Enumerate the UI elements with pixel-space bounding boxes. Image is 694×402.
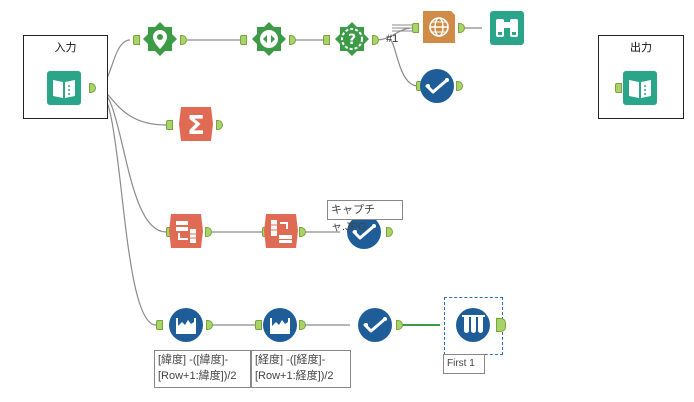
table-crosstab-icon: [264, 214, 298, 248]
map-pin-icon: [143, 22, 177, 56]
formula-lon-output-anchor[interactable]: [299, 320, 306, 330]
sample-tool[interactable]: [455, 307, 491, 343]
formula-lon-input-anchor[interactable]: [255, 320, 262, 330]
browse-map-tool[interactable]: [489, 10, 525, 46]
output-input-anchor[interactable]: [615, 83, 622, 93]
multi-row-formula-lat-tool[interactable]: [168, 307, 204, 343]
sample-annotation: First 1: [443, 354, 485, 374]
binoculars-icon: [490, 11, 524, 45]
formula-lat-output-anchor[interactable]: [206, 320, 213, 330]
formula-lat-input-anchor[interactable]: [156, 320, 163, 330]
find-nearest-output-anchor[interactable]: [372, 35, 379, 45]
checkmark-icon: [420, 69, 454, 103]
table-transpose-icon: [169, 214, 203, 248]
output-container-title: 出力: [630, 42, 652, 54]
book-open-icon: [623, 71, 657, 105]
sigma-icon: Σ: [179, 107, 213, 141]
summarize-output-anchor[interactable]: [216, 120, 223, 130]
input-data-tool[interactable]: [46, 70, 82, 106]
beaker-icon: [263, 308, 297, 342]
cross-tab-output-anchor[interactable]: [299, 227, 306, 237]
output-data-tool[interactable]: [622, 70, 658, 106]
connection-label-join-one: #1: [386, 33, 399, 45]
formula-lat-line-1: [緯度] -([緯度]-: [158, 354, 229, 366]
summarize-tool[interactable]: Σ: [178, 106, 214, 142]
formula-lat-line-2: [Row+1:緯度])/2: [158, 370, 237, 382]
find-nearest-input-anchor[interactable]: [323, 35, 330, 45]
create-points-tool[interactable]: [142, 21, 178, 57]
browse-top-output-anchor[interactable]: [456, 81, 463, 91]
formula-lon-line-2: [Row+1:経度])/2: [255, 370, 334, 382]
checkmark-icon: [347, 215, 381, 249]
transpose-output-anchor[interactable]: [205, 227, 212, 237]
checkmark-icon: [358, 308, 392, 342]
browse-tool-bottom[interactable]: [357, 307, 393, 343]
globe-icon: [423, 11, 455, 43]
browse-image-annotation: キャプチャ.JPG: [327, 200, 403, 233]
spatial-match-input-anchor[interactable]: [240, 35, 247, 45]
svg-text:Σ: Σ: [187, 111, 205, 141]
browse-bottom-output-anchor[interactable]: [396, 320, 403, 330]
map-input-anchor[interactable]: [412, 23, 419, 33]
create-points-output-anchor[interactable]: [180, 35, 187, 45]
input-container-title: 入力: [54, 42, 77, 54]
summarize-input-anchor[interactable]: [166, 120, 173, 130]
cross-tab-tool[interactable]: [263, 213, 299, 249]
browse-tool-top[interactable]: [419, 68, 455, 104]
create-points-input-anchor[interactable]: [133, 35, 140, 45]
question-mark-icon: ?: [335, 22, 369, 56]
formula-lat-annotation: [緯度] -([緯度]- [Row+1:緯度])/2: [154, 350, 251, 388]
test-tubes-icon: [456, 308, 490, 342]
beaker-icon: [169, 308, 203, 342]
browse-tool-middle[interactable]: [346, 214, 382, 250]
spatial-info-tool[interactable]: [251, 21, 287, 57]
find-nearest-tool[interactable]: ?: [334, 21, 370, 57]
spatial-info-output-anchor[interactable]: [289, 35, 296, 45]
formula-lon-annotation: [経度] -([経度]- [Row+1:経度])/2: [251, 350, 351, 388]
sample-output-anchor[interactable]: [496, 318, 506, 332]
svg-text:?: ?: [348, 32, 356, 48]
map-output-anchor[interactable]: [458, 23, 465, 33]
transpose-tool[interactable]: [168, 213, 204, 249]
spatial-arrows-icon: [252, 22, 286, 56]
multi-row-formula-lon-tool[interactable]: [262, 307, 298, 343]
formula-lon-line-1: [経度] -([経度]-: [255, 354, 326, 366]
browse-middle-output-anchor[interactable]: [386, 227, 393, 237]
map-tool[interactable]: [421, 9, 457, 45]
book-open-icon: [47, 71, 81, 105]
input-output-anchor[interactable]: [89, 83, 96, 93]
